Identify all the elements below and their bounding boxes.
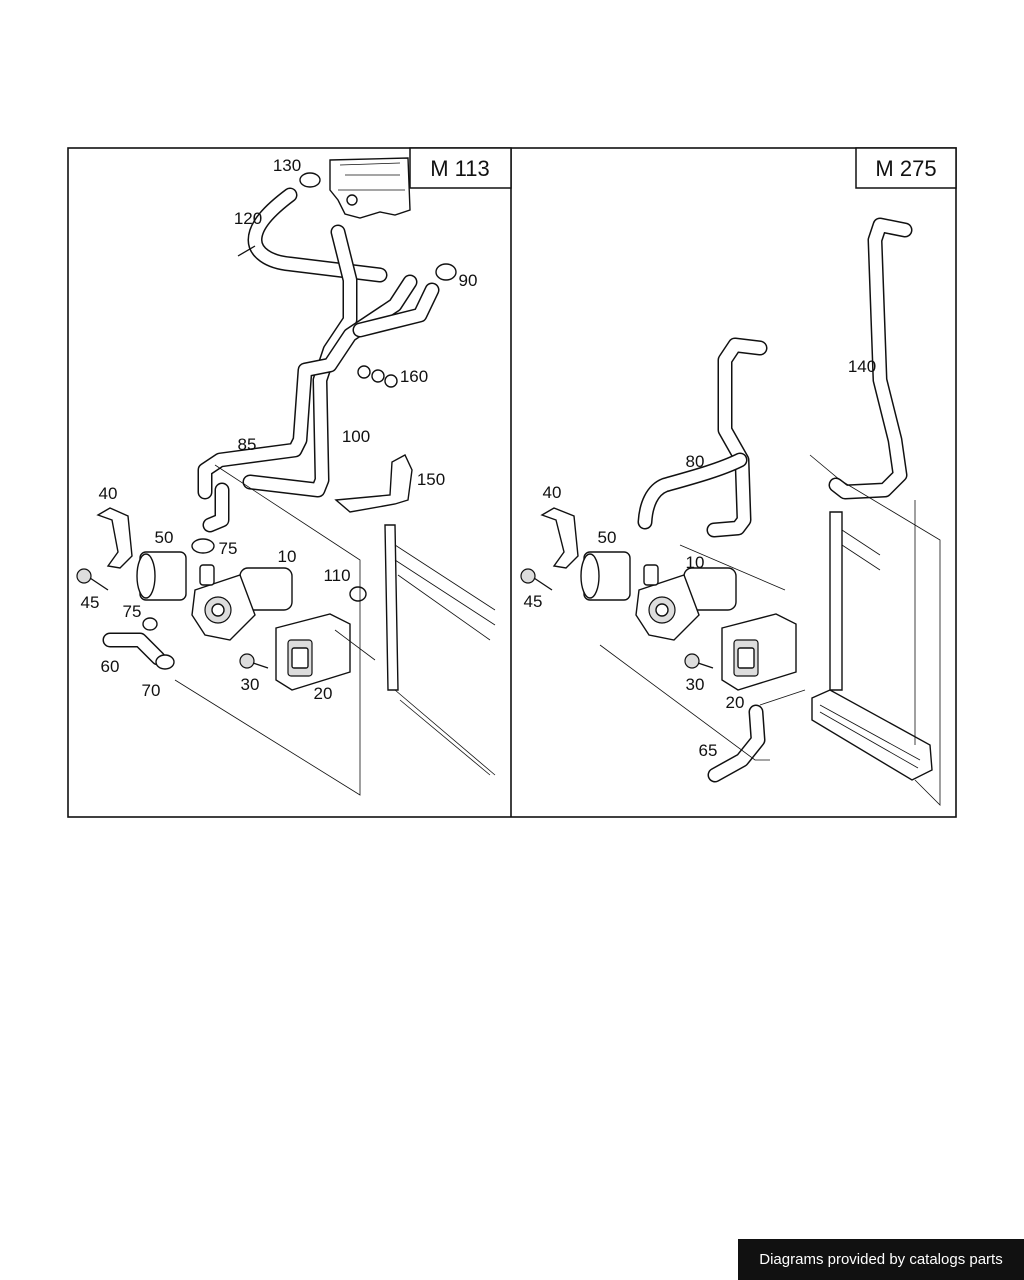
sleeve-50-right (580, 551, 631, 601)
hose-branch (202, 282, 440, 533)
right-panel-drawing: 140 80 40 50 10 45 30 20 65 (520, 217, 941, 806)
label-160: 160 (400, 367, 428, 386)
label-140: 140 (848, 357, 876, 376)
bolt-30-right (684, 653, 714, 669)
hose-80 (637, 337, 768, 538)
clamp-90 (435, 263, 457, 281)
clamp-75 (191, 538, 215, 554)
label-120: 120 (234, 209, 262, 228)
label-130: 130 (273, 156, 301, 175)
control-unit-20-right (721, 613, 797, 691)
svg-text:M 113: M 113 (430, 156, 490, 181)
label-30: 30 (241, 675, 260, 694)
hose-60 (102, 632, 166, 666)
label-80: 80 (686, 452, 705, 471)
part-75-lower (142, 617, 158, 631)
clamp-70 (155, 654, 175, 670)
label-60: 60 (101, 657, 120, 676)
label-70: 70 (142, 681, 161, 700)
diagram-frame (67, 147, 957, 818)
hose-65 (707, 704, 766, 783)
label-30-right: 30 (686, 675, 705, 694)
label-150: 150 (417, 470, 445, 489)
label-45: 45 (81, 593, 100, 612)
leader-lines-left (174, 464, 376, 796)
clamp-130 (299, 172, 321, 188)
hose-85 (197, 274, 418, 500)
attribution-footer: Diagrams provided by catalogs parts (738, 1239, 1024, 1280)
bracket-40-right (540, 507, 579, 569)
leader-lines-right (599, 454, 941, 806)
panel-title-m113: M 113 (409, 147, 512, 189)
label-50: 50 (155, 528, 174, 547)
pump-10 (191, 564, 293, 641)
bolt-45-right (520, 568, 553, 591)
label-85: 85 (238, 435, 257, 454)
pump-10-right (635, 564, 737, 641)
radiator-left (384, 524, 496, 776)
clamp-110 (349, 586, 367, 602)
bolt-30 (239, 653, 269, 669)
hose-120 (237, 187, 388, 283)
label-40: 40 (99, 484, 118, 503)
label-40-right: 40 (543, 483, 562, 502)
bolt-45 (76, 568, 109, 591)
label-65: 65 (699, 741, 718, 760)
label-110: 110 (323, 566, 350, 585)
label-10-right: 10 (686, 553, 705, 572)
label-50-right: 50 (598, 528, 617, 547)
clips-160 (357, 365, 398, 388)
label-100: 100 (342, 427, 370, 446)
control-unit-20 (275, 613, 351, 691)
svg-text:M 275: M 275 (875, 156, 936, 181)
label-20: 20 (314, 684, 333, 703)
bracket-40 (96, 507, 133, 569)
label-45-right: 45 (524, 592, 543, 611)
left-panel-drawing: 130 120 90 160 100 85 150 40 50 75 10 11… (76, 156, 496, 796)
label-75: 75 (219, 539, 238, 558)
panel-title-m275: M 275 (855, 147, 957, 189)
engine-housing (329, 157, 411, 219)
label-10: 10 (278, 547, 297, 566)
label-75-lower: 75 (123, 602, 142, 621)
bracket-150 (334, 454, 413, 513)
label-90: 90 (459, 271, 478, 290)
sleeve-50 (136, 551, 187, 601)
radiator-right (811, 500, 933, 781)
label-20-right: 20 (726, 693, 745, 712)
